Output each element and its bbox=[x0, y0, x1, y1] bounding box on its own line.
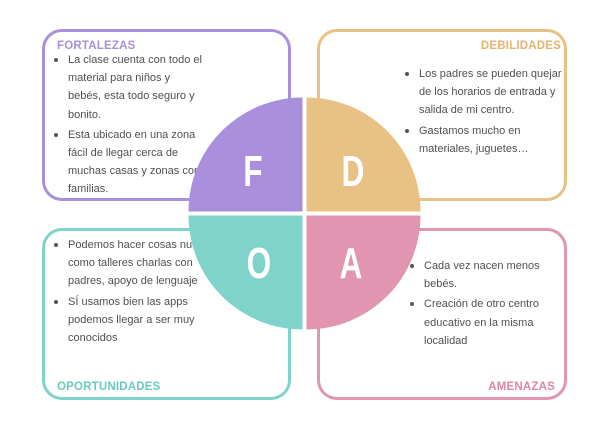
fortalezas-quadrant bbox=[188, 97, 303, 212]
list-item: Creación de otro centro educativo en la … bbox=[409, 295, 559, 350]
oportunidades-quadrant bbox=[188, 215, 303, 330]
list-item: Los padres se pueden quejar de los horar… bbox=[404, 65, 564, 120]
fortalezas-letter: F bbox=[243, 147, 262, 196]
amenazas-quadrant bbox=[306, 215, 421, 330]
list-item: La clase cuenta con todo el material par… bbox=[53, 51, 203, 124]
list-item: Esta ubicado en una zona fácil de llegar… bbox=[53, 126, 203, 199]
amenazas-title: AMENAZAS bbox=[488, 381, 555, 393]
debilidades-title: DEBILIDADES bbox=[480, 40, 561, 52]
debilidades-letter: D bbox=[342, 147, 365, 196]
debilidades-list: Los padres se pueden quejar de los horar… bbox=[404, 65, 564, 158]
amenazas-list: Cada vez nacen menos bebés. Creación de … bbox=[409, 257, 559, 350]
debilidades-quadrant bbox=[306, 97, 421, 212]
amenazas-letter: A bbox=[340, 239, 363, 288]
oportunidades-title: OPORTUNIDADES bbox=[57, 381, 161, 393]
list-item: Cada vez nacen menos bebés. bbox=[409, 257, 559, 293]
oportunidades-list: Podemos hacer cosas nuevas como talleres… bbox=[53, 236, 221, 347]
list-item: SÍ usamos bien las apps podemos llegar a… bbox=[53, 293, 221, 348]
fortalezas-list: La clase cuenta con todo el material par… bbox=[53, 51, 203, 199]
list-item: Gastamos mucho en materiales, juguetes… bbox=[404, 122, 564, 158]
list-item: Podemos hacer cosas nuevas como talleres… bbox=[53, 236, 221, 291]
fortalezas-title: FORTALEZAS bbox=[57, 40, 136, 52]
oportunidades-letter: O bbox=[247, 239, 272, 288]
